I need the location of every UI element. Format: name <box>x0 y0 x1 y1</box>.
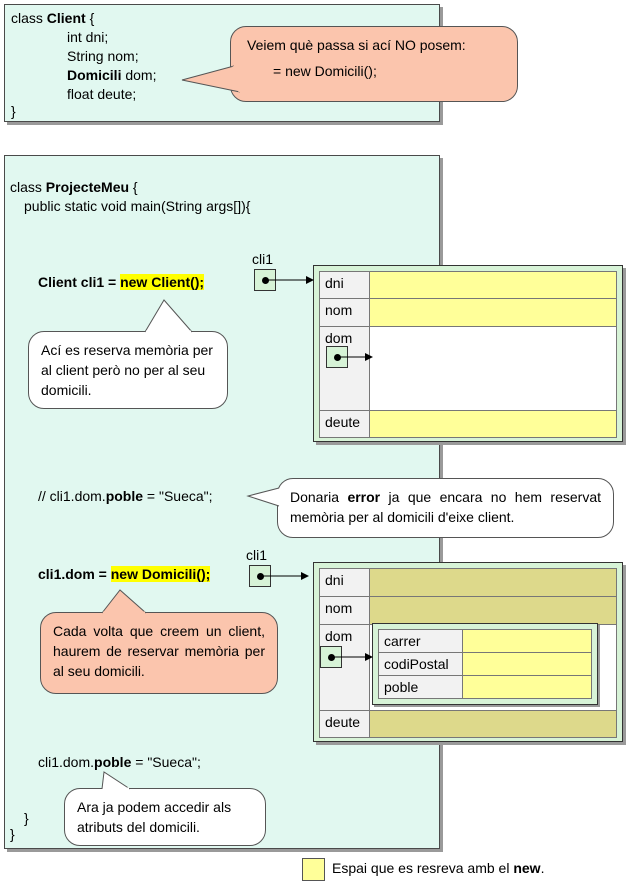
callout-error: Donaria error ja que encara no hem reser… <box>277 478 614 538</box>
callout-no-new: Veiem què passa si ací NO posem: = new D… <box>230 26 518 102</box>
statement-new-domicili: cli1.dom = new Domicili(); <box>38 566 211 582</box>
client-class-close: } <box>11 103 16 119</box>
main-class-close: } <box>10 826 15 842</box>
field-deute-decl: float deute; <box>67 86 137 102</box>
domicili-row-codipostal: codiPostal <box>378 652 592 676</box>
domicili-row-poble: poble <box>378 675 592 699</box>
diagram1-row-nom: nom <box>319 298 617 327</box>
diagram1-row-deute: deute <box>319 410 617 438</box>
statement-set-poble: cli1.dom.poble = "Sueca"; <box>38 754 201 770</box>
main-method-close: } <box>24 810 29 826</box>
diagram1-cli1-pointer <box>254 269 276 291</box>
client-class-name: Client <box>46 10 86 26</box>
new-client-highlight: new Client(); <box>120 274 205 290</box>
diagram2-row-nom: nom <box>319 596 617 625</box>
field-nom-decl: String nom; <box>67 48 139 64</box>
diagram1-row-dom: dom <box>319 326 617 411</box>
diagram1-dom-pointer <box>326 346 348 368</box>
legend-swatch <box>302 858 325 881</box>
statement-new-client: Client cli1 = new Client(); <box>38 274 205 290</box>
diagram2-row-deute: deute <box>319 710 617 738</box>
legend-text: Espai que es resreva amb el new. <box>332 860 545 876</box>
callout-reserve-client: Ací es reserva memòria per al client per… <box>28 331 228 409</box>
new-domicili-highlight: new Domicili(); <box>110 566 211 582</box>
diagram1-var-label: cli1 <box>252 251 274 267</box>
main-class-header: class ProjecteMeu { <box>10 179 138 195</box>
statement-commented-poble: // cli1.dom.poble = "Sueca"; <box>38 488 213 504</box>
diagram2-dom-pointer <box>320 646 342 668</box>
diagram1-row-dni: dni <box>319 271 617 299</box>
diagram2-var-label: cli1 <box>246 547 268 563</box>
diagram1-client-object: dni nom dom deute <box>313 265 623 442</box>
field-dom-decl: Domicili dom; <box>67 67 157 83</box>
main-class-name: ProjecteMeu <box>45 179 130 195</box>
diagram2-domicili-object: carrer codiPostal poble <box>372 623 598 705</box>
domicili-row-carrer: carrer <box>378 629 592 653</box>
diagram2-row-dni: dni <box>319 568 617 597</box>
callout-access-attributes: Ara ja podem accedir als atributs del do… <box>64 788 266 846</box>
main-method-signature: public static void main(String args[]){ <box>24 198 251 214</box>
callout-each-client: Cada volta que creem un client, haurem d… <box>40 612 278 694</box>
field-dni-decl: int dni; <box>67 29 109 45</box>
callout-no-new-line1: Veiem què passa si ací NO posem: <box>247 37 466 53</box>
callout-no-new-line2: = new Domicili(); <box>273 63 377 79</box>
client-class-header: class Client { <box>11 10 95 26</box>
diagram2-cli1-pointer <box>249 565 271 587</box>
